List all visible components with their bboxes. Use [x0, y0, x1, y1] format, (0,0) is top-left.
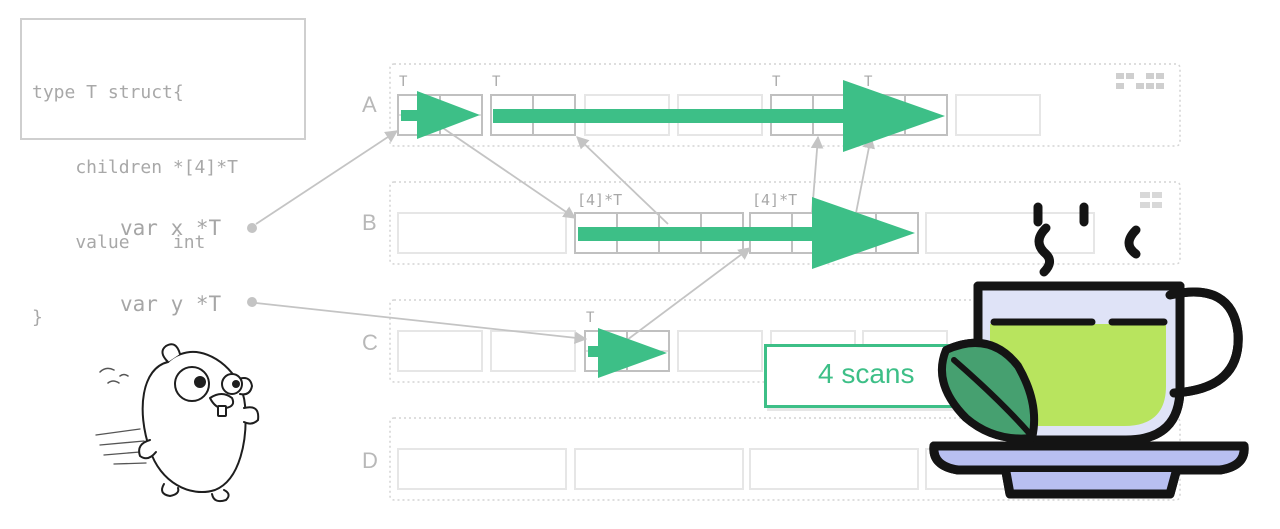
gopher-mascot: [95, 343, 260, 503]
row-label-b: B: [362, 210, 377, 235]
row-label-c: C: [362, 330, 378, 355]
type-label-t: T: [772, 74, 781, 90]
row-label-a: A: [362, 92, 377, 117]
row-label-d: D: [362, 448, 378, 473]
var-y-label: var y *T: [120, 292, 222, 316]
code-line: }: [32, 307, 43, 328]
code-line: value int: [32, 232, 206, 253]
struct-definition: type T struct{ children *[4]*T value int…: [20, 18, 306, 328]
legend-grid-icon: [1116, 73, 1164, 89]
scan-arrows: [401, 80, 945, 378]
type-label-t: T: [864, 74, 873, 90]
legend-grid-icon: [1140, 192, 1162, 208]
pointer-arrows: [247, 125, 875, 345]
scan-count-label: 4 scans: [818, 358, 915, 389]
type-label-array: [4]*T: [752, 191, 797, 209]
span-row-b: [389, 181, 1181, 265]
code-line: type T struct{: [32, 82, 184, 103]
type-label-array: [4]*T: [577, 191, 622, 209]
code-line: children *[4]*T: [32, 157, 238, 178]
span-row-a: [389, 63, 1181, 147]
var-x-label: var x *T: [120, 216, 222, 240]
type-label-t: T: [586, 310, 595, 326]
type-label-t: T: [492, 74, 501, 90]
type-label-t: T: [399, 74, 408, 90]
